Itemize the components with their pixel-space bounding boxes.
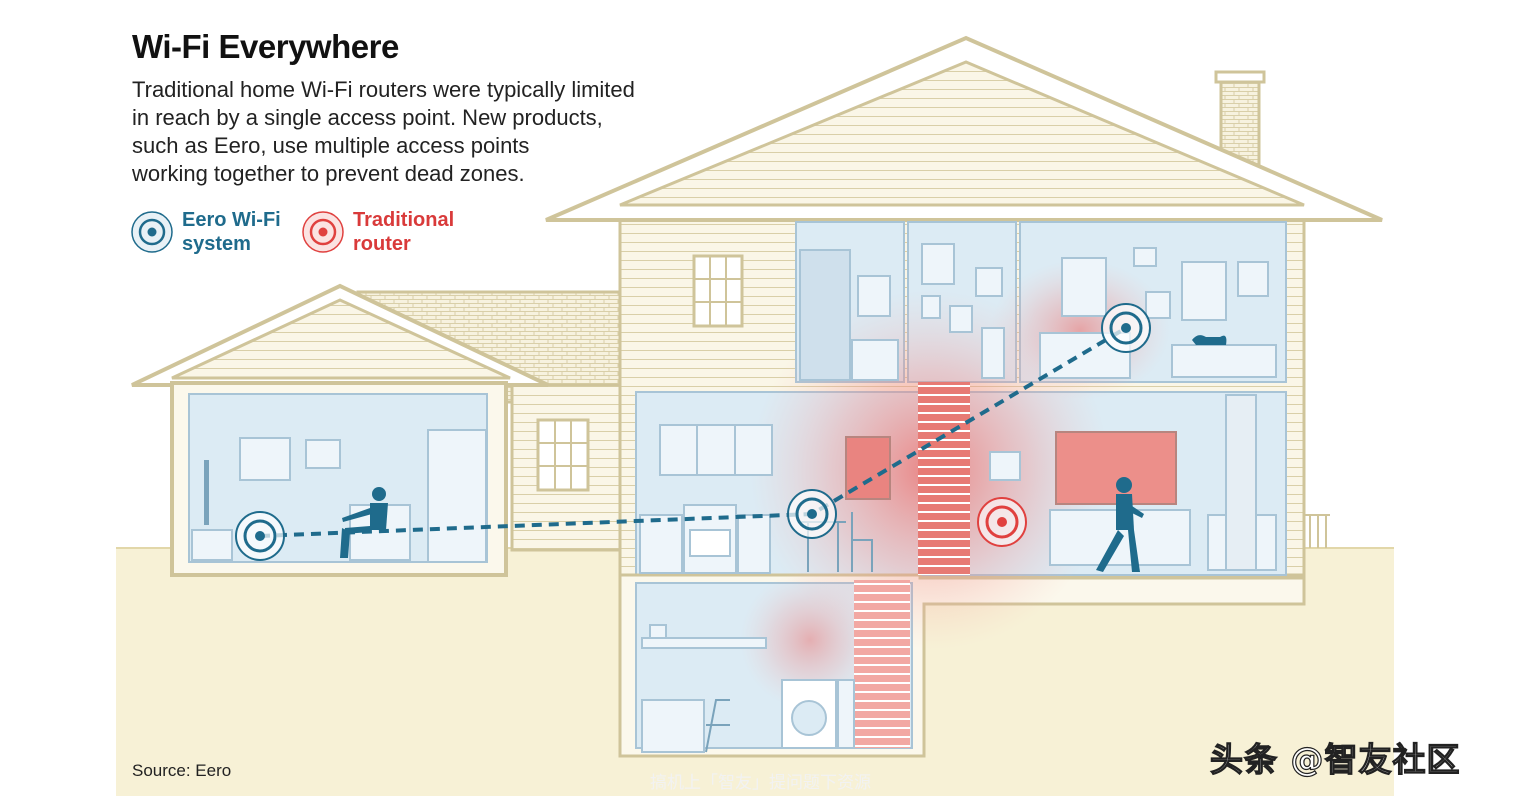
- bed: [1171, 344, 1277, 378]
- walking-person: [1096, 477, 1144, 572]
- hall-frame-2: [975, 267, 1003, 297]
- description-line: Traditional home Wi-Fi routers were typi…: [132, 77, 635, 102]
- living-window: [1055, 431, 1177, 505]
- legend-eero: Eero Wi-Fi system: [130, 208, 281, 256]
- basement-chair: [705, 699, 730, 753]
- den-small-frame: [305, 439, 341, 469]
- back-window: [536, 418, 590, 492]
- tv: [204, 460, 209, 525]
- ceiling-lamp: [1133, 247, 1157, 267]
- den-picture-frame: [239, 437, 291, 481]
- cat: [1192, 335, 1227, 345]
- den-door: [427, 429, 487, 563]
- description-line: in reach by a single access point. New p…: [132, 105, 603, 130]
- eero-node-den: [235, 511, 285, 561]
- page-title: Wi-Fi Everywhere: [132, 28, 399, 65]
- bedroom-frame-small: [1145, 291, 1171, 319]
- chimney-stack: [1225, 394, 1257, 571]
- kitchen-sink-cabinet: [639, 514, 683, 574]
- wifi-signal-icon: [302, 211, 344, 253]
- basement-box: [649, 624, 667, 639]
- tv-stand: [191, 529, 233, 561]
- bedroom-frame: [1237, 261, 1269, 297]
- hall-chair: [981, 327, 1005, 379]
- basement-desk: [641, 699, 705, 753]
- upstairs-window-left: [692, 254, 744, 328]
- shower-curtain: [799, 249, 851, 381]
- traditional-router-node: [977, 497, 1027, 547]
- description: Traditional home Wi-Fi routers were typi…: [132, 76, 692, 188]
- dryer: [837, 679, 855, 749]
- kitchen-chair: [851, 512, 873, 572]
- source-note: Source: Eero: [132, 761, 232, 780]
- eero-node-kitchen: [787, 489, 837, 539]
- legend-traditional-label-2: router: [353, 233, 411, 255]
- description-line: such as Eero, use multiple access points: [132, 133, 530, 158]
- legend-traditional: Traditional router: [301, 208, 454, 256]
- eero-node-bedroom: [1101, 303, 1151, 353]
- dishwasher: [737, 514, 771, 574]
- watermark-sub: 搞机上「智友」提问题下资源: [650, 773, 871, 793]
- bedroom-window-2: [1181, 261, 1227, 321]
- hall-frame-4: [949, 305, 973, 333]
- hall-frame-3: [921, 295, 941, 319]
- hall-frame-1: [921, 243, 955, 285]
- bathroom-mirror: [857, 275, 891, 317]
- living-frame: [989, 451, 1021, 481]
- description-line: working together to prevent dead zones.: [132, 161, 525, 186]
- watermark: 头条 @智友社区: [1209, 739, 1461, 779]
- bedroom-window-1: [1061, 257, 1107, 317]
- legend-traditional-label: Traditional: [353, 209, 455, 231]
- kitchen-upper-cabinets: [659, 424, 773, 476]
- legend-eero-label-2: system: [182, 233, 251, 255]
- wifi-signal-icon: [131, 211, 173, 253]
- legend-eero-label: Eero Wi-Fi: [182, 209, 281, 231]
- basement-shelf: [641, 637, 767, 649]
- porch-rail: [1304, 514, 1330, 548]
- bathroom-vanity: [851, 339, 899, 381]
